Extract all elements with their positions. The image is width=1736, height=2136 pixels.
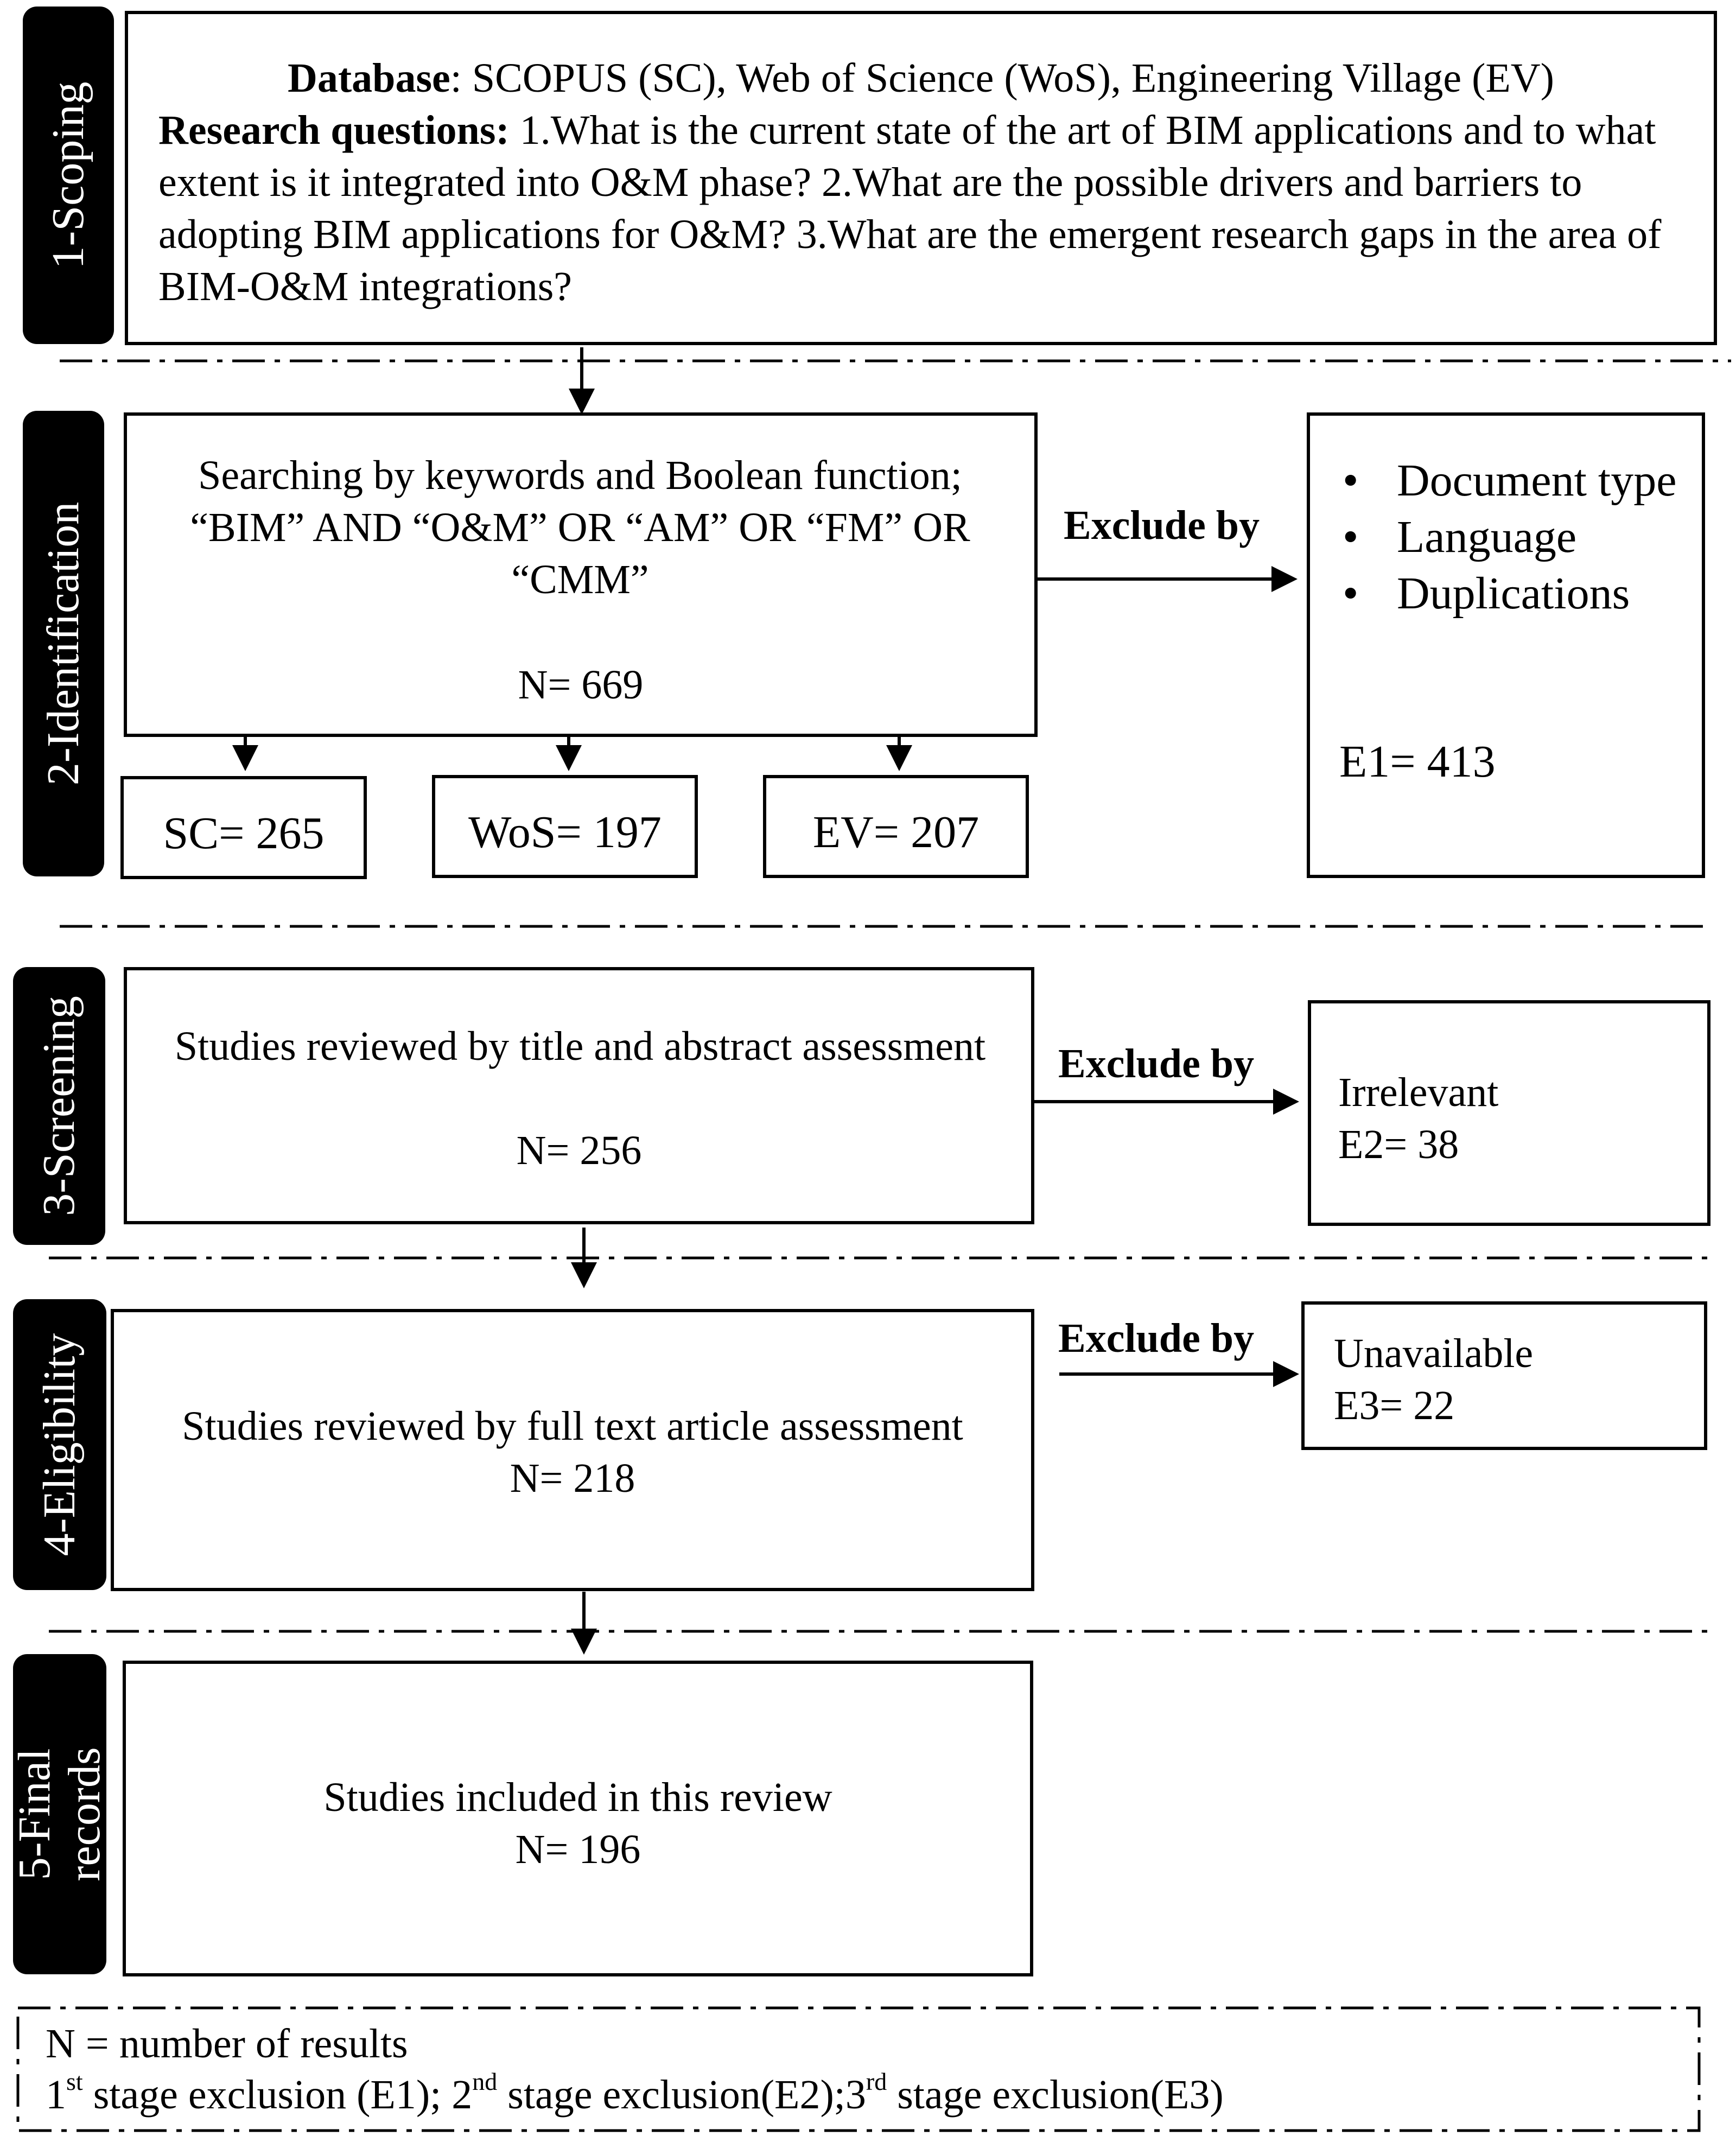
research-questions: Research questions: 1.What is the curren… (158, 104, 1700, 313)
exclusion-box-e3: Unavailable E3= 22 (1301, 1301, 1707, 1450)
legend-n-definition: N = number of results (46, 2021, 408, 2067)
exclusion-count-e2: E2= 38 (1338, 1122, 1459, 1167)
exclusion-criteria-list: • Document type • Language • Duplication… (1343, 453, 1690, 622)
source-box-ev: EV= 207 (763, 775, 1029, 878)
database-line: Database: SCOPUS (SC), Web of Science (W… (128, 52, 1714, 104)
exclusion-reason-unavailable: Unavailable (1334, 1331, 1534, 1376)
screening-text: Studies reviewed by title and abstract a… (174, 1024, 986, 1069)
stage-label-identification-text: 2-Identification (38, 501, 88, 786)
research-questions-text: 1.What is the current state of the art o… (158, 107, 1662, 309)
search-count: N= 669 (518, 662, 644, 708)
exclusion-box-e2: Irrelevant E2= 38 (1308, 1000, 1710, 1226)
source-count-sc: SC= 265 (163, 808, 325, 859)
exclude-by-label-screening: Exclude by (1058, 1041, 1255, 1086)
source-box-sc: SC= 265 (120, 776, 367, 879)
legend-border (16, 2006, 1701, 2132)
source-count-wos: WoS= 197 (468, 807, 662, 857)
research-questions-label: Research questions: (158, 107, 510, 153)
stage-label-screening-text: 3-Screening (34, 996, 84, 1216)
stage-label-eligibility-text: 4-Eligibility (34, 1333, 85, 1556)
stage-label-eligibility: 4-Eligibility (13, 1299, 106, 1590)
exclusion-count-e1: E1= 413 (1339, 736, 1496, 787)
search-box: Searching by keywords and Boolean functi… (124, 412, 1038, 737)
final-records-box: Studies included in this review N= 196 (123, 1661, 1033, 1976)
exclusion-item-document-type: • Document type (1343, 453, 1690, 509)
bullet-icon: • (1343, 568, 1359, 619)
eligibility-box: Studies reviewed by full text article as… (111, 1309, 1034, 1591)
database-text: : SCOPUS (SC), Web of Science (WoS), Eng… (450, 55, 1554, 101)
screening-count: N= 256 (516, 1128, 642, 1173)
eligibility-text: Studies reviewed by full text article as… (182, 1403, 963, 1449)
stage-label-final-records: 5-Final records (9, 1654, 110, 1974)
exclude-by-label-eligibility: Exclude by (1058, 1315, 1255, 1361)
scoping-box: Database: SCOPUS (SC), Web of Science (W… (125, 11, 1717, 345)
bullet-icon: • (1343, 512, 1359, 562)
bullet-icon: • (1343, 455, 1359, 506)
final-records-text: Studies included in this review (323, 1775, 832, 1820)
source-count-ev: EV= 207 (812, 807, 980, 857)
exclude-by-label-identification: Exclude by (1064, 503, 1260, 548)
exclusion-item-language: • Language (1343, 509, 1690, 565)
stage-label-final-records-text: 5-Final records (9, 1747, 110, 1881)
eligibility-count: N= 218 (510, 1455, 635, 1501)
final-records-count: N= 196 (515, 1827, 641, 1872)
stage-label-screening: 3-Screening (13, 967, 105, 1245)
exclusion-item-duplications: • Duplications (1343, 565, 1690, 622)
stage-label-scoping-text: 1-Scoping (43, 81, 93, 269)
stage-label-final-line2: records (59, 1747, 110, 1881)
source-box-wos: WoS= 197 (432, 775, 698, 878)
screening-box: Studies reviewed by title and abstract a… (124, 967, 1034, 1224)
stage-label-final-line1: 5-Final (9, 1748, 60, 1880)
search-keywords-text: Searching by keywords and Boolean functi… (190, 453, 970, 602)
database-label: Database (287, 55, 450, 101)
stage-label-identification: 2-Identification (23, 411, 104, 876)
exclusion-box-e1: • Document type • Language • Duplication… (1307, 412, 1705, 878)
exclusion-count-e3: E3= 22 (1334, 1383, 1455, 1428)
stage-label-scoping: 1-Scoping (23, 7, 114, 344)
legend-exclusion-stages: 1st stage exclusion (E1); 2nd stage excl… (46, 2067, 1224, 2118)
exclusion-reason-irrelevant: Irrelevant (1338, 1070, 1499, 1115)
